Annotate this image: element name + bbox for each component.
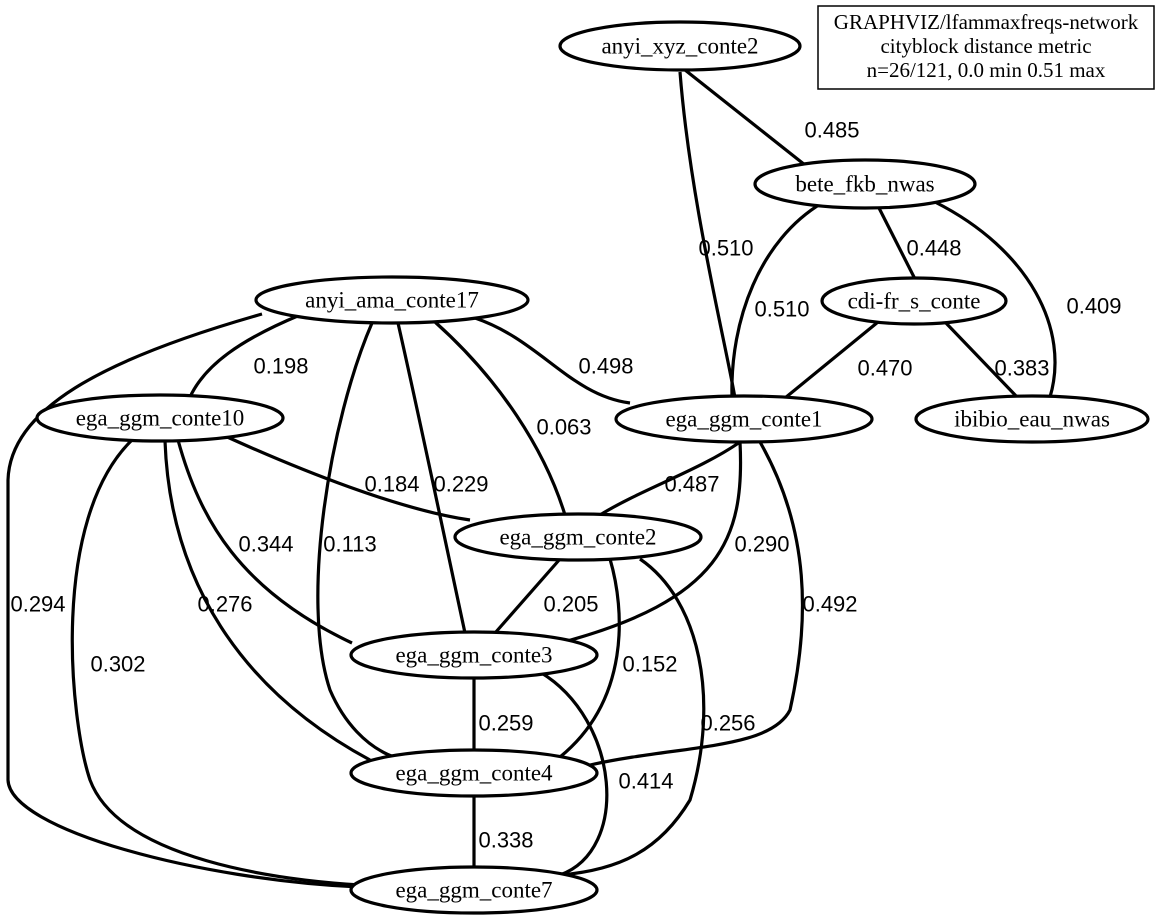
node-label: ega_ggm_conte2 xyxy=(499,525,656,550)
edge-c2-c3 xyxy=(493,557,562,635)
edge-ama17-c10 xyxy=(188,313,301,398)
edge-label-c3-c4: 0.259 xyxy=(478,711,533,736)
legend-line-1: GRAPHVIZ/lfammaxfreqs-network xyxy=(834,10,1139,34)
node-ega_ggm_conte2: ega_ggm_conte2 xyxy=(453,512,703,562)
node-label: ega_ggm_conte1 xyxy=(665,407,822,432)
edge-c1-c4 xyxy=(589,441,805,767)
edge-ama17-c7 xyxy=(6,312,361,889)
node-label: cdi-fr_s_conte xyxy=(848,289,981,314)
node-ellipse xyxy=(349,865,599,915)
edge-label-xyz2-bete: 0.485 xyxy=(804,118,859,143)
edge-label-c2-c4: 0.152 xyxy=(622,652,677,677)
edge-label-c10-c2: 0.184 xyxy=(364,472,419,497)
node-bete_fkb_nwas: bete_fkb_nwas xyxy=(753,158,977,210)
edge-label-bete-c1: 0.510 xyxy=(754,297,809,322)
nodes-layer: anyi_xyz_conte2 bete_fkb_nwas cdi-fr_s_con… xyxy=(35,20,1150,915)
edge-c10-c2 xyxy=(224,434,471,522)
edge-bete-cdi xyxy=(876,205,917,280)
node-label: ega_ggm_conte10 xyxy=(76,406,245,431)
edge-label-c10-c3: 0.344 xyxy=(238,532,293,557)
edge-xyz2-bete xyxy=(679,64,806,167)
node-ellipse xyxy=(753,158,977,210)
node-ellipse xyxy=(349,748,599,798)
node-ellipse xyxy=(614,394,874,444)
edge-c1-c3 xyxy=(559,441,743,645)
edge-c10-c4 xyxy=(163,440,371,762)
edge-label-cdi-c1: 0.470 xyxy=(857,356,912,381)
edge-label-ama17-c10: 0.198 xyxy=(253,354,308,379)
legend-frame xyxy=(817,5,1155,90)
edge-labels-layer: 0.485 0.510 0.448 0.510 0.409 0.470 0.383 0.198… xyxy=(10,118,1121,853)
edge-label-bete-cdi: 0.448 xyxy=(906,236,961,261)
edge-c3-c7 xyxy=(539,670,609,877)
edge-label-ama17-c1: 0.498 xyxy=(578,354,633,379)
edge-bete-c1 xyxy=(730,201,823,398)
edge-label-c2-c7: 0.256 xyxy=(700,711,755,736)
edge-c1-c2 xyxy=(599,440,741,517)
edge-label-c10-c4: 0.276 xyxy=(197,592,252,617)
node-label: ega_ggm_conte7 xyxy=(395,878,552,903)
edge-label-c1-c3: 0.290 xyxy=(734,532,789,557)
edge-label-c1-c4: 0.492 xyxy=(802,592,857,617)
node-label: anyi_ama_conte17 xyxy=(305,288,479,313)
edge-label-ama17-c3: 0.229 xyxy=(433,472,488,497)
node-anyi_xyz_conte2: anyi_xyz_conte2 xyxy=(558,20,802,72)
edge-bete-ibibio xyxy=(934,200,1057,398)
legend-line-2: cityblock distance metric xyxy=(880,34,1091,58)
node-anyi_ama_conte17: anyi_ama_conte17 xyxy=(254,275,530,325)
edge-label-ama17-c7: 0.294 xyxy=(10,592,65,617)
edge-cdi-c1 xyxy=(783,320,880,400)
edge-c2-c4 xyxy=(558,558,621,759)
edge-c2-c7 xyxy=(559,557,706,877)
edge-ama17-c2 xyxy=(433,320,567,516)
edge-label-c1-c2: 0.487 xyxy=(664,472,719,497)
edge-label-xyz2-c1: 0.510 xyxy=(698,236,753,261)
edge-cdi-ibibio xyxy=(943,320,1020,400)
node-label: bete_fkb_nwas xyxy=(795,172,934,197)
edges-layer xyxy=(6,64,1057,889)
node-ellipse xyxy=(349,630,599,680)
edge-xyz2-c1 xyxy=(678,71,737,399)
node-ega_ggm_conte10: ega_ggm_conte10 xyxy=(35,393,285,443)
edge-label-ama17-c2: 0.063 xyxy=(536,415,591,440)
node-label: ega_ggm_conte4 xyxy=(395,761,553,786)
edge-label-c4-c7: 0.338 xyxy=(478,828,533,853)
node-ellipse xyxy=(820,276,1008,326)
edge-label-c10-c7: 0.302 xyxy=(90,652,145,677)
edge-c10-c7 xyxy=(70,438,361,887)
node-ellipse xyxy=(35,393,285,443)
edge-label-bete-ibibio: 0.409 xyxy=(1066,294,1121,319)
node-ellipse xyxy=(453,512,703,562)
edge-label-ama17-c4: 0.113 xyxy=(323,532,376,557)
node-ega_ggm_conte4: ega_ggm_conte4 xyxy=(349,748,599,798)
edge-ama17-c1 xyxy=(474,316,631,405)
edge-label-c3-c7: 0.414 xyxy=(618,769,673,794)
node-ibibio_eau_nwas: ibibio_eau_nwas xyxy=(914,394,1150,444)
edge-label-c2-c3: 0.205 xyxy=(543,592,598,617)
node-ega_ggm_conte3: ega_ggm_conte3 xyxy=(349,630,599,680)
edge-label-cdi-ibibio: 0.383 xyxy=(994,356,1049,381)
node-label: ibibio_eau_nwas xyxy=(954,407,1110,432)
node-label: ega_ggm_conte3 xyxy=(395,643,552,668)
node-label: anyi_xyz_conte2 xyxy=(601,34,758,59)
node-cdi_fr_s_conte: cdi-fr_s_conte xyxy=(820,276,1008,326)
node-ellipse xyxy=(254,275,530,325)
node-ellipse xyxy=(558,20,802,72)
legend-line-3: n=26/121, 0.0 min 0.51 max xyxy=(867,58,1106,82)
node-ega_ggm_conte7: ega_ggm_conte7 xyxy=(349,865,599,915)
legend-box: GRAPHVIZ/lfammaxfreqs-network cityblock … xyxy=(817,5,1155,90)
node-ega_ggm_conte1: ega_ggm_conte1 xyxy=(614,394,874,444)
edge-ama17-c3 xyxy=(396,322,467,634)
node-ellipse xyxy=(914,394,1150,444)
edge-c10-c3 xyxy=(176,439,353,645)
